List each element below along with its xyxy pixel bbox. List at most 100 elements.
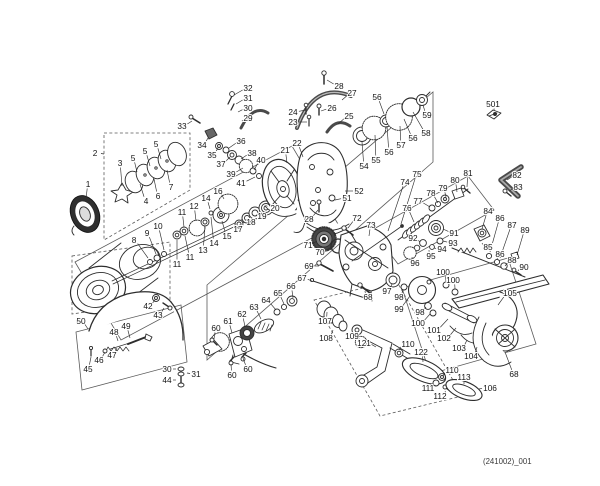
part-number-12: 12 [189, 201, 199, 211]
part-number-79: 79 [438, 183, 448, 193]
drive-gear-part [311, 226, 346, 254]
part-number-105: 105 [503, 288, 517, 298]
part-number-102: 102 [437, 333, 451, 343]
part-number-27: 27 [347, 88, 357, 98]
bail-arm-parts [227, 70, 353, 134]
part-number-37: 37 [216, 159, 226, 169]
part-number-85: 85 [483, 242, 493, 252]
part-number-108: 108 [319, 333, 333, 343]
handle-crank-part [351, 324, 483, 402]
part-number-98: 98 [394, 292, 404, 302]
part-number-36: 36 [236, 136, 246, 146]
part-number-13: 13 [198, 245, 208, 255]
part-number-72: 72 [352, 213, 362, 223]
part-number-38: 38 [247, 148, 257, 158]
part-number-74: 74 [400, 177, 410, 187]
part-number-109: 109 [345, 331, 359, 341]
part-number-64: 64 [261, 295, 271, 305]
part-number-29: 29 [243, 113, 253, 123]
part-number-88: 88 [507, 255, 517, 265]
part-number-28: 28 [334, 81, 344, 91]
part-number-59: 59 [422, 110, 432, 120]
part-number-35: 35 [207, 150, 217, 160]
part-number-121: 121 [357, 338, 371, 348]
part-number-11: 11 [173, 259, 182, 269]
spool-part [69, 242, 162, 315]
part-number-31: 31 [243, 93, 253, 103]
part-number-11: 11 [178, 207, 187, 217]
worm-shaft-assembly [351, 184, 471, 262]
oscillating-gear-set [147, 193, 274, 265]
part-number-32: 32 [243, 83, 253, 93]
part-number-110: 110 [401, 339, 415, 349]
part-number-5: 5 [143, 146, 148, 156]
part-number-99: 99 [394, 304, 404, 314]
part-drawings [69, 70, 550, 402]
part-number-30: 30 [243, 103, 253, 113]
part-number-16: 16 [213, 186, 223, 196]
part-number-501: 501 [486, 99, 500, 109]
maintenance-clip-part [486, 109, 502, 120]
part-number-5: 5 [154, 139, 159, 149]
part-number-8: 8 [132, 235, 137, 245]
part-number-82: 82 [512, 170, 522, 180]
part-number-84: 84 [483, 206, 493, 216]
drag-washer-stack [110, 141, 187, 204]
part-number-122: 122 [414, 347, 428, 357]
part-number-56: 56 [408, 133, 418, 143]
part-number-56: 56 [384, 147, 394, 157]
part-number-89: 89 [520, 225, 530, 235]
part-number-110: 110 [445, 365, 459, 375]
part-number-97: 97 [382, 286, 392, 296]
part-number-11: 11 [186, 252, 195, 262]
handle-body-part [451, 274, 550, 367]
part-number-18: 18 [246, 217, 256, 227]
part-number-66: 66 [286, 281, 296, 291]
part-number-31: 31 [191, 369, 201, 379]
part-number-70: 70 [315, 247, 325, 257]
part-number-42: 42 [143, 301, 153, 311]
part-number-73: 73 [366, 220, 376, 230]
part-number-98: 98 [415, 307, 425, 317]
part-number-90: 90 [519, 262, 529, 272]
part-number-1: 1 [86, 179, 91, 189]
part-number-96: 96 [410, 258, 420, 268]
part-number-30: 30 [162, 364, 172, 374]
part-number-80: 80 [450, 175, 460, 185]
part-number-76: 76 [402, 203, 412, 213]
part-number-33: 33 [177, 121, 187, 131]
oscillating-slider-parts [385, 220, 444, 310]
part-number-106: 106 [483, 383, 497, 393]
part-number-103: 103 [452, 343, 466, 353]
part-number-113: 113 [457, 372, 471, 382]
part-number-17: 17 [233, 224, 243, 234]
part-number-10: 10 [153, 221, 163, 231]
part-number-100: 100 [411, 318, 425, 328]
part-number-4: 4 [144, 196, 149, 206]
part-number-19: 19 [257, 211, 267, 221]
part-number-111: 111 [422, 383, 435, 393]
part-number-23: 23 [288, 117, 298, 127]
part-number-49: 49 [121, 321, 131, 331]
part-number-63: 63 [249, 302, 259, 312]
part-number-94: 94 [437, 244, 447, 254]
part-number-86: 86 [495, 213, 505, 223]
part-number-100: 100 [436, 267, 450, 277]
part-number-26: 26 [327, 103, 337, 113]
part-number-87: 87 [507, 220, 517, 230]
part-number-101: 101 [427, 325, 441, 335]
part-number-54: 54 [359, 161, 369, 171]
part-number-2: 2 [93, 148, 98, 158]
part-number-6: 6 [156, 191, 161, 201]
reel-body-part [296, 142, 350, 236]
part-number-25: 25 [344, 111, 354, 121]
part-number-65: 65 [273, 288, 283, 298]
part-number-95: 95 [426, 251, 436, 261]
part-number-51: 51 [342, 193, 352, 203]
part-number-9: 9 [145, 228, 150, 238]
part-number-14: 14 [209, 238, 219, 248]
part-number-77: 77 [413, 196, 423, 206]
part-number-22: 22 [292, 138, 302, 148]
